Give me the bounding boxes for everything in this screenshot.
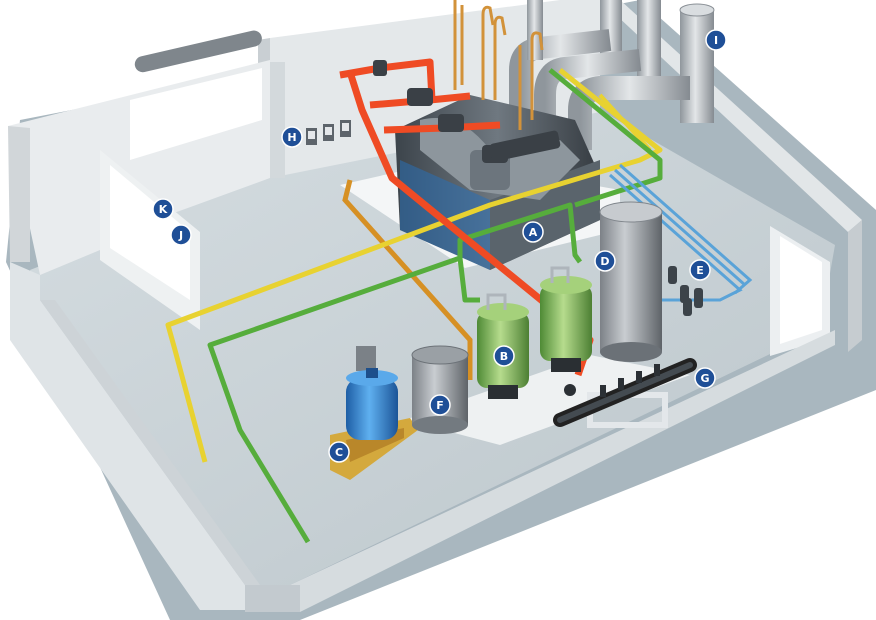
left-back-wall: [8, 30, 270, 275]
expansion-tank: [346, 346, 398, 440]
green-water-pipe: [207, 68, 663, 544]
svg-text:G: G: [700, 372, 709, 385]
marker-e: E: [689, 259, 711, 281]
right-wall: [600, 0, 862, 356]
marker-j: J: [170, 224, 192, 246]
left-front-wall: [10, 150, 260, 610]
relief-pipes: [453, 0, 544, 130]
svg-text:J: J: [178, 229, 183, 242]
storage-tank: [599, 201, 663, 362]
floor-conduit: [342, 179, 473, 380]
svg-text:F: F: [436, 399, 444, 412]
hot-pipe-fittings: [373, 60, 561, 163]
marker-g: G: [694, 367, 716, 389]
valves: [668, 266, 703, 316]
yellow-gas-pipe: [165, 68, 663, 463]
svg-text:K: K: [159, 203, 168, 216]
front-wall: [245, 330, 835, 612]
svg-text:H: H: [287, 131, 296, 144]
manifold: [553, 358, 697, 428]
svg-text:E: E: [696, 264, 704, 277]
svg-text:A: A: [529, 226, 538, 239]
yellow-gas-pipe-branch: [598, 93, 652, 152]
marker-d: D: [594, 250, 616, 272]
marker-k: K: [152, 198, 174, 220]
marker-i: I: [705, 29, 727, 51]
marker-a: A: [522, 221, 544, 243]
marker-c: C: [328, 441, 350, 463]
marker-f: F: [429, 394, 451, 416]
marker-h: H: [281, 126, 303, 148]
svg-text:B: B: [500, 350, 508, 363]
flue-pipes: [509, 0, 715, 150]
svg-text:I: I: [714, 34, 718, 47]
control-panels: [306, 120, 351, 145]
svg-text:D: D: [600, 255, 609, 268]
brine-tank: [411, 345, 469, 434]
marker-b: B: [493, 345, 515, 367]
svg-text:C: C: [335, 446, 343, 459]
